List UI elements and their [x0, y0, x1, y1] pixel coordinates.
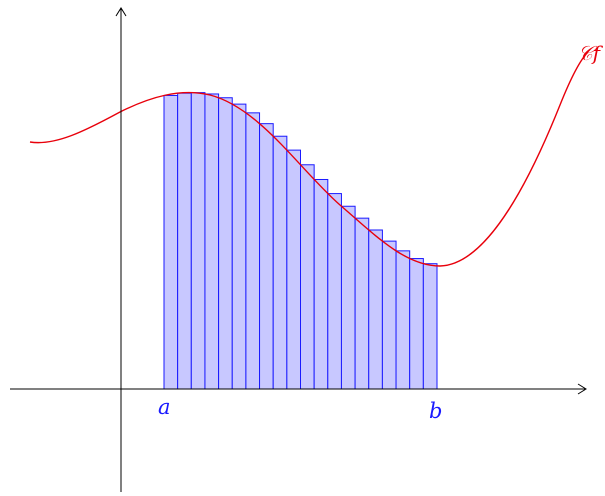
riemann-rectangle [272, 135, 288, 390]
riemann-rectangle [313, 178, 329, 390]
riemann-rectangle [231, 103, 247, 390]
riemann-rectangles [163, 92, 438, 390]
riemann-rectangle [204, 93, 220, 390]
riemann-rectangle [300, 164, 315, 390]
riemann-rectangle [286, 149, 302, 390]
label-b: b [429, 399, 442, 423]
riemann-rectangle [368, 229, 383, 390]
curve-label: 𝒞f [578, 41, 604, 65]
riemann-rectangle [218, 97, 233, 390]
riemann-rectangle [422, 263, 438, 390]
y-axis-arrowhead [115, 7, 127, 17]
riemann-rectangle [354, 217, 370, 390]
riemann-rectangle [190, 92, 206, 390]
riemann-rectangle [409, 258, 424, 390]
riemann-rectangle [340, 205, 356, 390]
x-axis [10, 383, 587, 395]
x-axis-arrowhead [577, 383, 587, 395]
riemann-rectangle [177, 92, 192, 390]
y-axis [115, 7, 127, 492]
riemann-rectangle [259, 123, 274, 390]
riemann-rectangle [163, 94, 179, 390]
riemann-rectangle [395, 250, 411, 390]
function-curve [29, 51, 589, 267]
riemann-rectangle [327, 193, 342, 390]
riemann-rectangle [381, 240, 397, 390]
riemann-rectangle [245, 112, 261, 390]
label-a: a [158, 395, 171, 419]
